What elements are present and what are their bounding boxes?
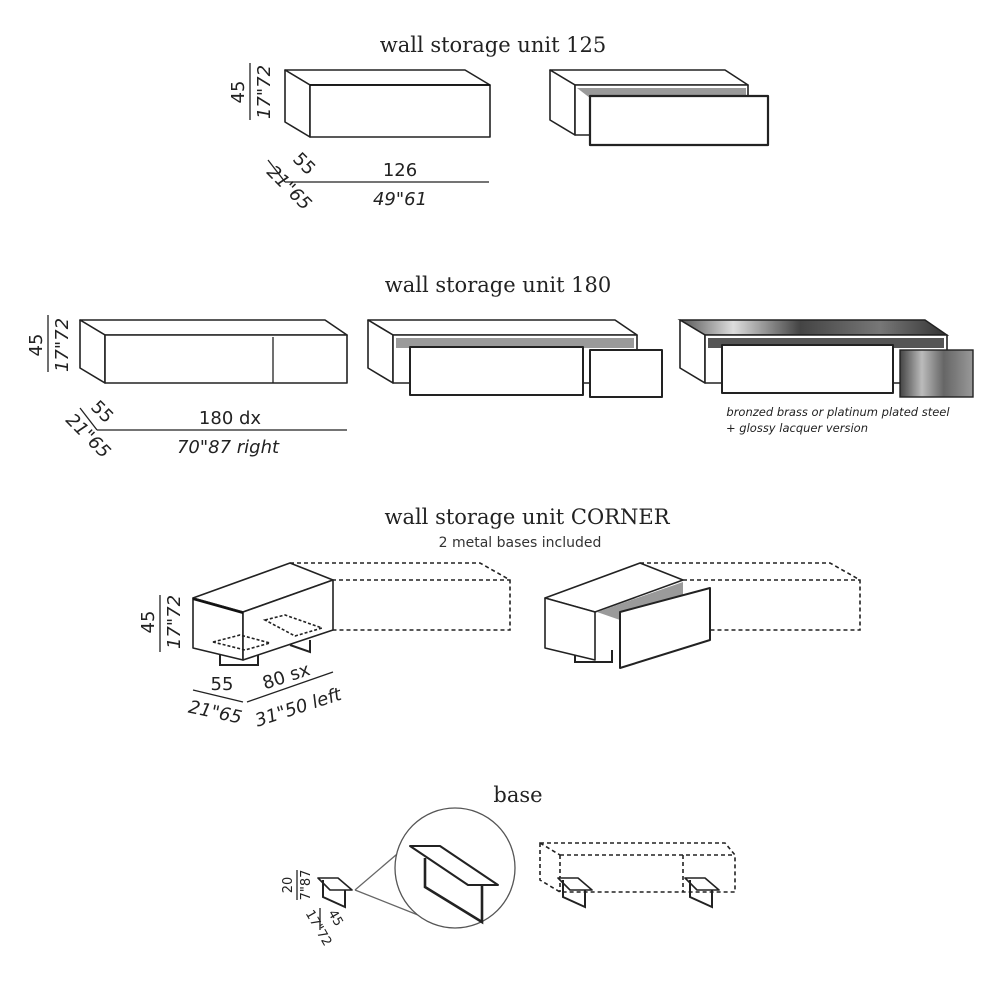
corner-unit-open bbox=[544, 562, 861, 669]
width-dimension: 55 21"65 80 sx 31"50 left bbox=[187, 659, 345, 731]
base-magnified-detail bbox=[354, 807, 516, 929]
section-unit-180: wall storage unit 180 45 17"72 180 dx 70… bbox=[26, 273, 974, 463]
base-small bbox=[317, 877, 353, 909]
svg-text:70"87 right: 70"87 right bbox=[177, 437, 280, 458]
width-dimension: 180 dx 70"87 right 55 21"65 bbox=[61, 397, 347, 463]
svg-text:55: 55 bbox=[288, 149, 319, 180]
height-dimension: 45 17"72 bbox=[228, 63, 275, 120]
corner-unit-closed bbox=[192, 562, 511, 666]
svg-text:180 dx: 180 dx bbox=[199, 408, 262, 429]
svg-text:49"61: 49"61 bbox=[373, 189, 427, 210]
height-dimension: 45 17"72 bbox=[26, 315, 73, 372]
base-under-unit bbox=[539, 842, 736, 909]
svg-text:7"87: 7"87 bbox=[299, 870, 314, 901]
svg-text:55: 55 bbox=[211, 674, 234, 695]
svg-text:45: 45 bbox=[324, 907, 345, 929]
svg-text:45: 45 bbox=[26, 334, 47, 357]
unit-125-closed bbox=[284, 69, 491, 138]
unit-125-open bbox=[549, 69, 770, 147]
width-dimension: 126 49"61 55 21"65 bbox=[262, 149, 489, 215]
section-unit-corner: wall storage unit CORNER 2 metal bases i… bbox=[138, 505, 861, 732]
section-title: base bbox=[493, 783, 542, 807]
finish-note: + glossy lacquer version bbox=[726, 421, 868, 435]
svg-text:126: 126 bbox=[383, 160, 417, 181]
height-dimension: 45 17"72 bbox=[138, 595, 185, 652]
unit-180-metal-version bbox=[677, 319, 974, 398]
svg-text:21"65: 21"65 bbox=[187, 697, 244, 729]
svg-text:17"72: 17"72 bbox=[164, 595, 185, 649]
svg-text:45: 45 bbox=[138, 611, 159, 634]
section-title: wall storage unit 180 bbox=[385, 273, 612, 297]
unit-180-closed bbox=[79, 319, 348, 384]
svg-text:45: 45 bbox=[228, 81, 249, 104]
section-title: wall storage unit CORNER bbox=[384, 505, 670, 529]
section-subtitle: 2 metal bases included bbox=[439, 535, 602, 551]
svg-text:20: 20 bbox=[281, 877, 296, 894]
section-unit-125: wall storage unit 125 45 17"72 126 49"61… bbox=[228, 33, 770, 215]
finish-note: bronzed brass or platinum plated steel bbox=[726, 405, 950, 419]
section-title: wall storage unit 125 bbox=[380, 33, 607, 57]
section-base: base 20 7"87 45 17"72 bbox=[281, 783, 736, 949]
svg-text:17"72: 17"72 bbox=[52, 318, 73, 372]
svg-text:80 sx: 80 sx bbox=[260, 659, 313, 694]
svg-text:17"72: 17"72 bbox=[254, 65, 275, 119]
unit-180-open bbox=[367, 319, 663, 398]
